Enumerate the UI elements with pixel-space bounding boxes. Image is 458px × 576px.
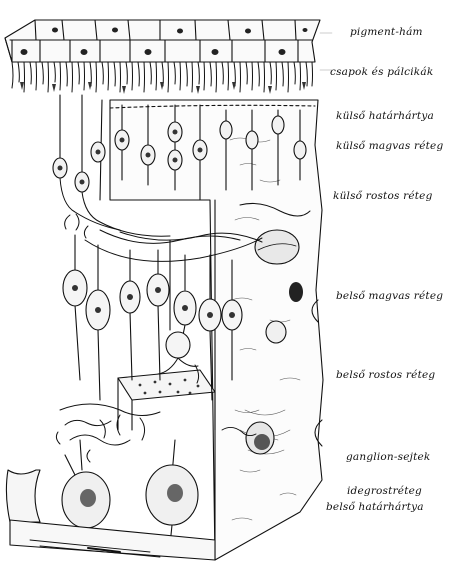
- label-ganglion-cells: ganglion-sejtek: [346, 451, 430, 463]
- label-inner-plexiform-layer: belső rostos réteg: [336, 369, 435, 381]
- label-outer-limiting-membrane: külső határhártya: [336, 110, 434, 122]
- label-rods-and-cones: csapok és pálcikák: [330, 66, 433, 78]
- label-inner-limiting-membrane: belső határhártya: [326, 501, 424, 513]
- rods-and-cones: [12, 62, 313, 94]
- inner-plexiform-block: [118, 370, 215, 430]
- label-outer-plexiform-layer: külső rostos réteg: [333, 190, 433, 202]
- leader-lines: [320, 33, 332, 70]
- label-pigment-epithelium: pigment-hám: [350, 26, 423, 38]
- right-tissue-block: [110, 100, 323, 560]
- label-inner-nuclear-layer: belső magvas réteg: [336, 290, 443, 302]
- pigment-epithelium-block: [5, 20, 320, 62]
- label-outer-nuclear-layer: külső magvas réteg: [336, 140, 443, 152]
- label-nerve-fiber-layer: idegrostréteg: [347, 485, 422, 497]
